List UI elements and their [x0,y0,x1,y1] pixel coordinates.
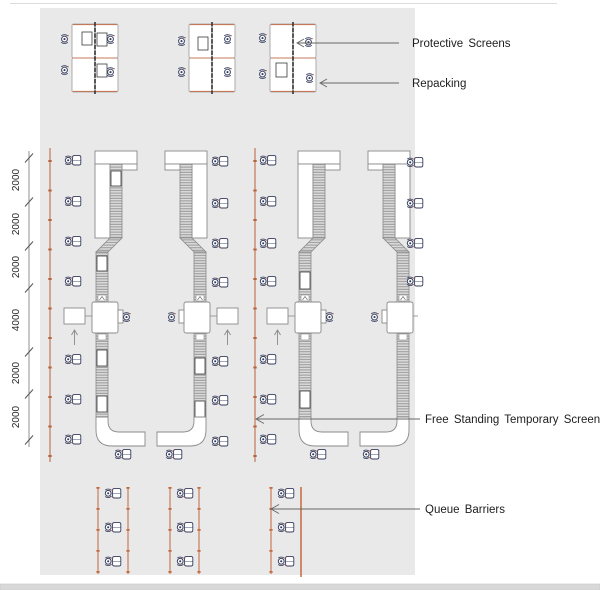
exit-counter-curve [298,416,349,447]
left-arrowhead-icon [319,78,328,88]
exit-counter-curve [156,416,207,447]
person-cart-icon [277,522,295,533]
person-cart-icon [104,488,122,499]
person-cart-icon [259,434,277,445]
person-cart-icon [64,434,82,445]
checkout-terminal [183,301,211,334]
person-cart-icon [277,488,295,499]
person-cart-icon [64,394,82,405]
label-repacking: Repacking [412,78,466,90]
dimension-label: 4000 [11,308,22,331]
packing-table [266,307,289,325]
person-cart-icon [64,354,82,365]
person-cart-icon [406,276,424,287]
label-free-standing-screen: Free Standing Temporary Screen [425,414,600,426]
packing-table [63,307,86,325]
queue-barriers [96,487,302,577]
belt-items [299,271,311,409]
person-cart-icon [104,556,122,567]
dimension-label: 2000 [11,405,22,428]
desk-cluster-3 [258,22,317,94]
checkout-terminal [386,301,414,334]
dimension-label: 2000 [11,168,22,191]
belt-items [96,170,122,413]
person-cart-icon [259,394,277,405]
annotation-protective-screens: Protective Screens [296,38,511,50]
conveyor-belt [179,163,193,239]
person-cart-icon [309,449,327,460]
conveyor-belt [312,163,326,239]
person-cart-icon [277,556,295,567]
conveyor-belt [193,251,207,303]
conveyor-belt [396,332,410,418]
person-cart-icon [211,436,229,447]
person-cart-icon [176,488,194,499]
person-cart-icon [259,238,277,249]
desk-items [81,31,108,78]
dimension-label: 2000 [11,255,22,278]
person-cart-icon [211,356,229,367]
person-cart-icon [64,155,82,166]
left-arrowhead-icon [296,38,305,48]
person-cart-icon [259,196,277,207]
person-cart-icon [165,449,183,460]
dimension-labels: 2000 2000 2000 4000 2000 2000 [11,168,22,428]
person-cart-icon [211,198,229,209]
belt-direction-arrow [99,295,105,301]
person-cart-icon [406,198,424,209]
label-protective-screens: Protective Screens [412,38,511,50]
desk-cluster-2 [177,22,236,94]
checkout-lane-2 [156,150,239,447]
checkout-lane-1 [63,150,146,447]
person-cart-icon [406,238,424,249]
conveyor-belt [382,163,396,239]
person-cart-icon [259,276,277,287]
left-arrowhead-icon [270,504,280,514]
dimension-label: 2000 [11,361,22,384]
belt-direction-arrow [197,295,203,301]
belt-direction-arrow [302,295,308,301]
person-cart-icon [104,522,122,533]
annotation-repacking: Repacking [319,78,466,90]
person-cart-icon [211,238,229,249]
flow-arrow-up [71,329,78,345]
person-cart-icon [259,155,277,166]
left-arrowhead-icon [255,414,265,424]
checkout-terminal [294,301,322,334]
person-cart-icon [176,556,194,567]
person-cart-icon [406,157,424,168]
person-cart-icon [211,277,229,288]
annotation-queue-barriers: Queue Barriers [270,504,505,516]
person-cart-icon [64,196,82,207]
desk-items [275,62,288,78]
exit-counter-curve [359,416,410,447]
person-cart-icon [211,395,229,406]
annotation-free-standing-screen: Free Standing Temporary Screen [255,414,600,426]
person-cart-icon [211,156,229,167]
person-cart-icon [64,236,82,247]
checkout-terminal [91,301,119,334]
flow-arrow-up [224,329,231,345]
person-cart-icon [64,276,82,287]
packing-table [216,307,239,325]
person-cart-icon [114,449,132,460]
dimension-ticks [24,153,34,445]
desk-cluster-1 [60,22,119,94]
exit-counter-curve [95,416,146,447]
flow-arrow-up [274,329,281,345]
conveyor-belt [396,251,410,303]
person-cart-icon [176,522,194,533]
dimension-chain [24,151,34,447]
label-queue-barriers: Queue Barriers [425,504,505,516]
checkout-lane-3 [266,150,349,447]
belt-direction-arrow [400,295,406,301]
person-cart-icon [362,449,380,460]
person-cart-icon [259,354,277,365]
desk-items [197,36,209,51]
dimension-label: 2000 [11,212,22,235]
checkout-lane-4 [359,150,418,447]
bottom-edge-strip [0,583,600,590]
